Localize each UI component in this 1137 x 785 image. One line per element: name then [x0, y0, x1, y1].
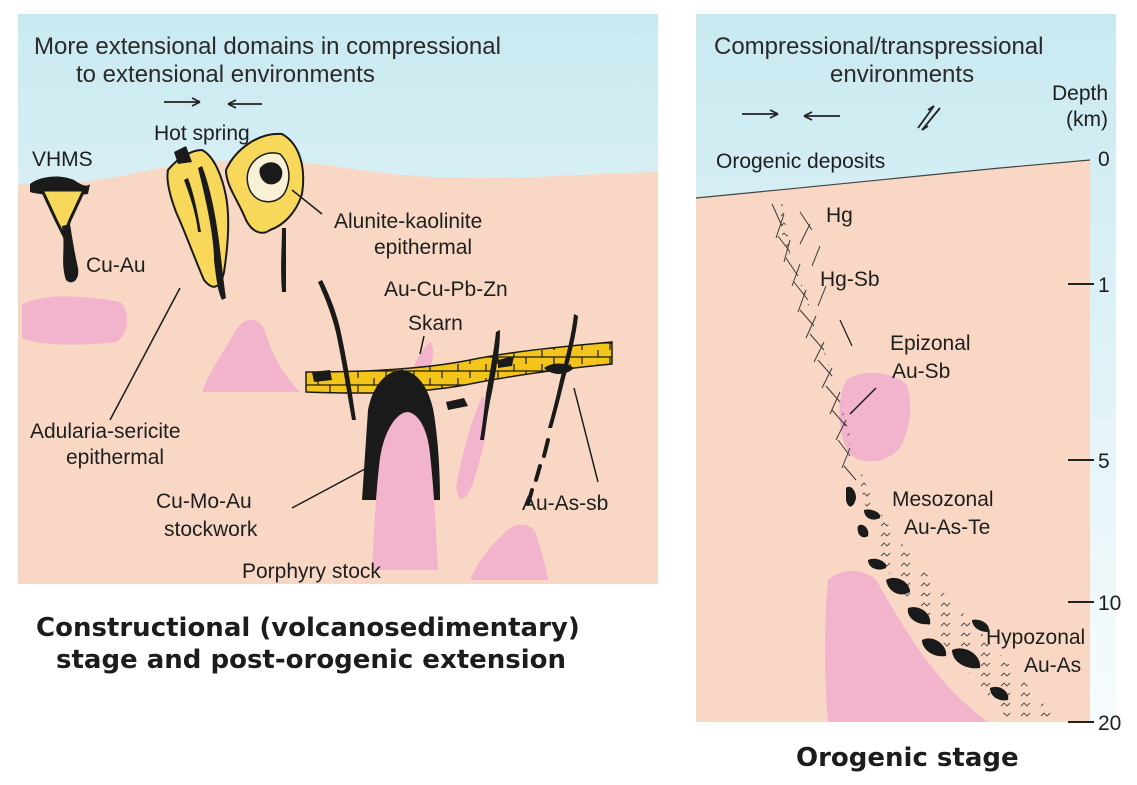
right-heading-line1: Compressional/transpressional	[714, 33, 1043, 60]
label-skarn: Skarn	[408, 312, 463, 335]
label-alunite-line1: Alunite-kaolinite	[334, 210, 482, 233]
label-hypozonal-line1: Hypozonal	[986, 626, 1085, 649]
left-heading-line1: More extensional domains in compressiona…	[34, 33, 501, 60]
label-adularia-line1: Adularia-sericite	[30, 420, 181, 443]
right-caption: Orogenic stage	[796, 743, 1019, 773]
depth-label-5: 5	[1098, 450, 1110, 473]
depth-label-20: 20	[1098, 712, 1121, 735]
label-mesozonal-line1: Mesozonal	[892, 488, 994, 511]
left-panel: More extensional domains in compressiona…	[18, 14, 658, 675]
label-alunite-line2: epithermal	[374, 236, 472, 259]
skarn-ore	[312, 370, 332, 382]
label-hot-spring: Hot spring	[154, 122, 250, 145]
label-hypozonal-line2: Au-As	[1024, 654, 1081, 677]
label-vhms: VHMS	[32, 148, 93, 171]
depth-label-10: 10	[1098, 592, 1121, 615]
depth-title-line1: Depth	[1052, 82, 1108, 105]
label-epizonal-line2: Au-Sb	[892, 360, 950, 383]
depth-title-line2: (km)	[1066, 108, 1108, 131]
label-orogenic-deposits: Orogenic deposits	[716, 150, 885, 173]
intrusion	[22, 296, 127, 344]
depth-label-0: 0	[1098, 148, 1110, 171]
right-heading-line2: environments	[830, 61, 974, 88]
label-au-cu-pb-zn: Au-Cu-Pb-Zn	[384, 278, 508, 301]
depth-label-1: 1	[1098, 274, 1110, 297]
left-caption-line2: stage and post-orogenic extension	[56, 645, 566, 675]
label-au-as-sb: Au-As-sb	[522, 492, 608, 515]
label-epizonal-line1: Epizonal	[890, 332, 971, 355]
label-adularia-line2: epithermal	[66, 446, 164, 469]
label-porphyry: Porphyry stock	[242, 560, 381, 583]
label-cumoau-line1: Cu-Mo-Au	[156, 490, 252, 513]
right-panel: Depth (km) 0 1 5 10 20 Compressional/tra…	[696, 14, 1121, 773]
left-caption-line1: Constructional (volcanosedimentary)	[36, 613, 580, 643]
left-heading-line2: to extensional environments	[76, 61, 375, 88]
label-hg-sb: Hg-Sb	[820, 268, 880, 291]
label-cu-au: Cu-Au	[86, 254, 146, 277]
label-hg: Hg	[826, 204, 853, 227]
label-mesozonal-line2: Au-As-Te	[904, 516, 990, 539]
label-cumoau-line2: stockwork	[164, 518, 258, 541]
